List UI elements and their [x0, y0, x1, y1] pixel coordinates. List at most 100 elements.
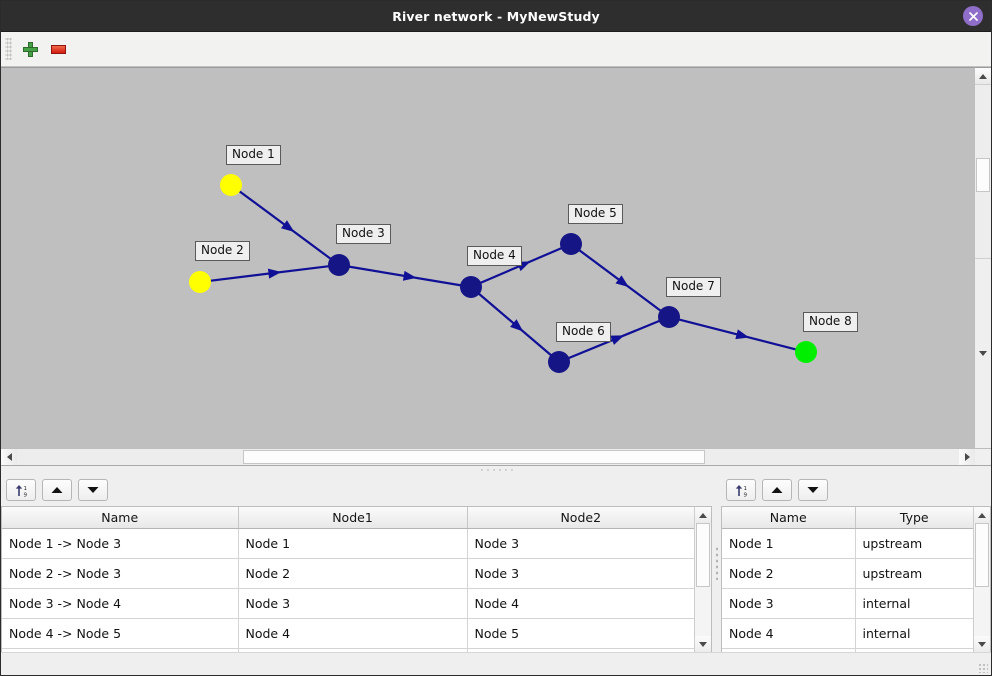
horizontal-scroll-thumb[interactable]: [243, 450, 705, 464]
nodes-cell[interactable]: Node 4: [722, 618, 856, 649]
graph-node[interactable]: [189, 271, 211, 293]
canvas-vertical-scrollbar[interactable]: [974, 67, 991, 448]
nodes-move-down-button[interactable]: [798, 479, 828, 501]
edges-sort-button[interactable]: 1 9: [6, 479, 36, 501]
scroll-down-button[interactable]: [975, 258, 991, 448]
scroll-left-button[interactable]: [1, 449, 17, 465]
edges-column-header[interactable]: Node1: [238, 507, 468, 529]
nodes-vertical-scrollbar[interactable]: [973, 506, 991, 652]
graph-node-label[interactable]: Node 4: [467, 246, 522, 266]
nodes-cell[interactable]: Node 2: [722, 558, 856, 589]
nodes-cell[interactable]: upstream: [855, 558, 973, 589]
graph-node[interactable]: [548, 351, 570, 373]
horizontal-scroll-track[interactable]: [17, 449, 959, 465]
nodes-column-header[interactable]: Name: [722, 507, 856, 529]
table-row-empty[interactable]: [722, 648, 973, 652]
nodes-sort-button[interactable]: 1 9: [726, 479, 756, 501]
network-canvas[interactable]: Node 1 Node 2 Node 3 Node 4 Node 5 Node 6 Node…: [1, 67, 974, 448]
graph-node[interactable]: [460, 276, 482, 298]
graph-node-label[interactable]: Node 5: [568, 204, 623, 224]
node-layer: [189, 174, 817, 373]
pane-splitter-horizontal[interactable]: [1, 465, 991, 474]
graph-node-label[interactable]: Node 3: [336, 224, 391, 244]
nodes-scroll-down-button[interactable]: [974, 636, 990, 652]
edges-cell[interactable]: Node 2 -> Node 3: [2, 558, 239, 589]
edges-cell[interactable]: Node 5: [467, 618, 694, 649]
table-row-empty[interactable]: [2, 648, 694, 652]
nodes-cell[interactable]: internal: [855, 618, 973, 649]
graph-node[interactable]: [795, 341, 817, 363]
edges-cell[interactable]: Node 3: [467, 528, 694, 559]
graph-node-label[interactable]: Node 7: [666, 277, 721, 297]
graph-node[interactable]: [328, 254, 350, 276]
edges-move-up-button[interactable]: [42, 479, 72, 501]
edges-column-header[interactable]: Node2: [467, 507, 694, 529]
edges-cell[interactable]: Node 1: [238, 528, 468, 559]
tables-splitter-vertical[interactable]: [712, 474, 721, 652]
edges-scroll-thumb[interactable]: [696, 523, 710, 587]
close-icon[interactable]: [963, 6, 983, 26]
nodes-cell[interactable]: internal: [855, 588, 973, 619]
edges-cell[interactable]: Node 3: [467, 558, 694, 589]
window-resize-grip[interactable]: [978, 663, 988, 673]
scroll-up-button[interactable]: [975, 68, 991, 85]
edges-move-down-button[interactable]: [78, 479, 108, 501]
nodes-scroll-up-button[interactable]: [974, 507, 990, 523]
edges-cell[interactable]: Node 1 -> Node 3: [2, 528, 239, 559]
graph-node[interactable]: [658, 306, 680, 328]
graph-node[interactable]: [220, 174, 242, 196]
graph-node[interactable]: [560, 233, 582, 255]
edges-column-header[interactable]: Name: [2, 507, 239, 529]
edges-cell[interactable]: Node 4 -> Node 5: [2, 618, 239, 649]
edges-scroll-up-button[interactable]: [695, 507, 711, 523]
graph-node-label[interactable]: Node 6: [556, 322, 611, 342]
vertical-scroll-track[interactable]: [975, 85, 991, 258]
tables-area: 1 9: [1, 474, 991, 652]
edges-cell-empty[interactable]: [238, 648, 468, 652]
nodes-move-up-button[interactable]: [762, 479, 792, 501]
nodes-cell[interactable]: Node 1: [722, 528, 856, 559]
nodes-cell[interactable]: Node 3: [722, 588, 856, 619]
scroll-right-button[interactable]: [959, 449, 975, 465]
nodes-cell-empty[interactable]: [722, 648, 856, 652]
edges-cell[interactable]: Node 4: [238, 618, 468, 649]
canvas-horizontal-scrollbar[interactable]: [1, 448, 991, 465]
graph-node-label[interactable]: Node 2: [195, 241, 250, 261]
graph-node-label[interactable]: Node 8: [803, 312, 858, 332]
edges-cell[interactable]: Node 3: [238, 588, 468, 619]
graph-node-label[interactable]: Node 1: [226, 145, 281, 165]
add-node-button[interactable]: [16, 35, 44, 63]
nodes-column-header[interactable]: Type: [855, 507, 973, 529]
vertical-scroll-thumb[interactable]: [976, 157, 990, 193]
delete-node-button[interactable]: [44, 35, 72, 63]
edges-cell[interactable]: Node 2: [238, 558, 468, 589]
nodes-cell-empty[interactable]: [855, 648, 973, 652]
nodes-scroll-thumb[interactable]: [975, 523, 989, 587]
edges-scroll-track[interactable]: [695, 523, 711, 636]
edges-vertical-scrollbar[interactable]: [694, 506, 712, 652]
edges-cell-empty[interactable]: [467, 648, 694, 652]
edges-scroll-down-button[interactable]: [695, 636, 711, 652]
nodes-scroll-track[interactable]: [974, 523, 990, 636]
edges-cell[interactable]: Node 4: [467, 588, 694, 619]
edges-cell-empty[interactable]: [2, 648, 239, 652]
nodes-cell[interactable]: upstream: [855, 528, 973, 559]
toolbar-drag-handle[interactable]: [5, 38, 12, 60]
edges-cell[interactable]: Node 3 -> Node 4: [2, 588, 239, 619]
